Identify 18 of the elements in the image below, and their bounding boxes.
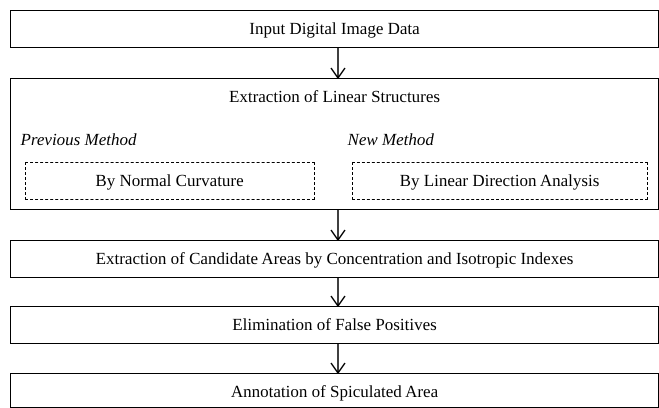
arrow: [330, 48, 346, 79]
process-box: [10, 373, 659, 408]
arrow: [330, 344, 346, 374]
arrow: [330, 210, 346, 241]
process-box: [10, 306, 659, 344]
process-box: [10, 78, 659, 210]
step-label: Extraction of Candidate Areas by Concentration and Isotropic Indexes: [96, 249, 574, 269]
method-heading: Previous Method: [20, 130, 136, 150]
step-label: Elimination of False Positives: [232, 315, 437, 335]
method-label: By Normal Curvature: [94, 170, 245, 190]
process-box: [10, 240, 659, 278]
step-label: Input Digital Image Data: [249, 19, 420, 39]
process-box: [10, 10, 659, 48]
step-label: Extraction of Linear Structures: [229, 87, 440, 107]
method-heading: New Method: [348, 130, 434, 150]
method-label: By Linear Direction Analysis: [398, 170, 600, 190]
step-label: Annotation of Spiculated Area: [230, 382, 438, 402]
arrow: [330, 278, 346, 307]
